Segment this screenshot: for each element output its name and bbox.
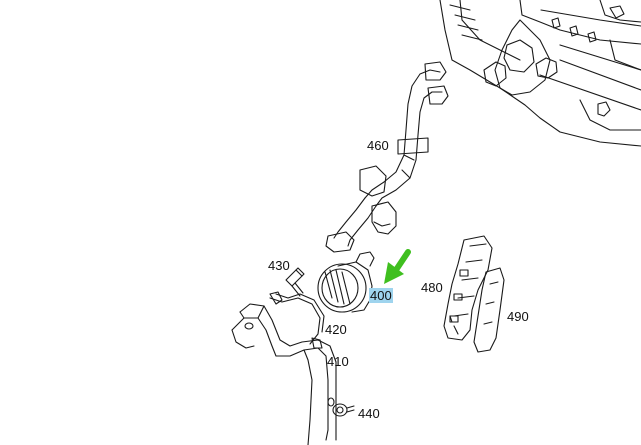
callout-400[interactable]: 400 <box>369 288 393 303</box>
auxiliary-water-pump <box>317 251 375 313</box>
callout-410[interactable]: 410 <box>327 354 349 369</box>
bracket <box>231 303 337 445</box>
callout-480[interactable]: 480 <box>421 280 443 295</box>
indicator-arrow <box>384 249 411 284</box>
callout-460[interactable]: 460 <box>367 138 389 153</box>
callout-430[interactable]: 430 <box>268 258 290 273</box>
callout-440[interactable]: 440 <box>358 406 380 421</box>
bolt <box>332 403 355 417</box>
housing-assembly <box>439 0 641 147</box>
callout-490[interactable]: 490 <box>507 309 529 324</box>
callout-420[interactable]: 420 <box>325 322 347 337</box>
clamp <box>269 291 325 349</box>
cover-seal <box>473 267 505 353</box>
cover <box>443 235 493 341</box>
coolant-hose <box>325 61 449 253</box>
